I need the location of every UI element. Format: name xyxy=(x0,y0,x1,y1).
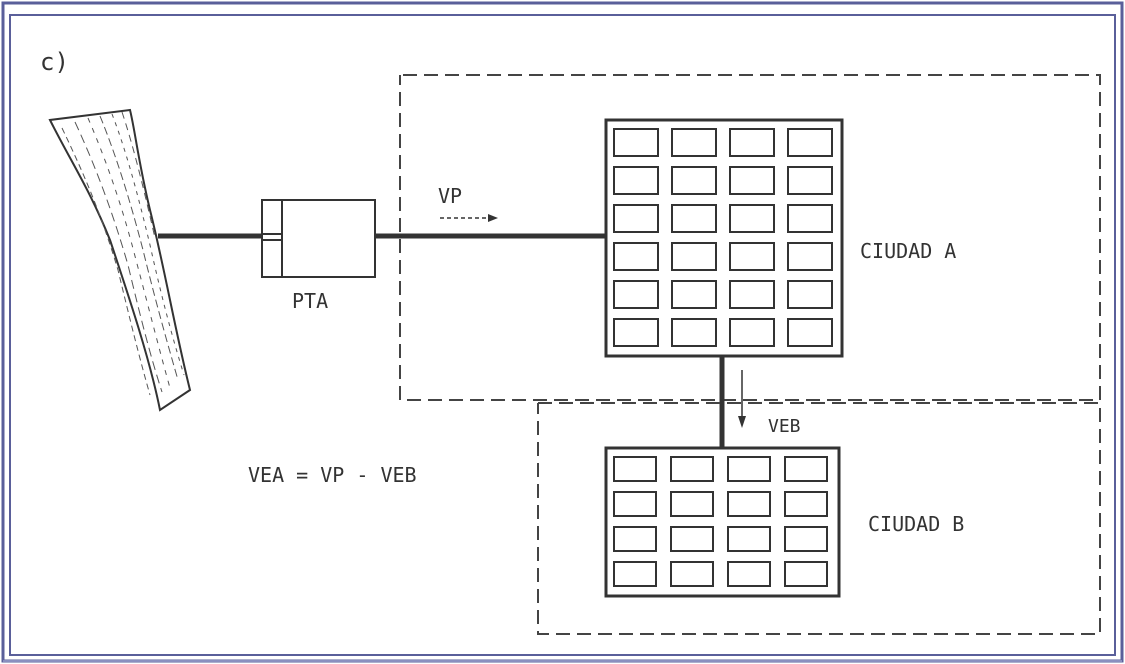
city-a-block xyxy=(614,205,658,232)
city-a-block xyxy=(672,281,716,308)
city-b-block xyxy=(785,492,827,516)
city-a-block xyxy=(614,281,658,308)
city-b-block xyxy=(728,562,770,586)
city-a-block xyxy=(614,129,658,156)
city-a-block xyxy=(788,281,832,308)
city-b-block xyxy=(614,527,656,551)
treatment-plant xyxy=(262,200,375,277)
city-b-block xyxy=(728,457,770,481)
city-a-block xyxy=(730,167,774,194)
city-a-block xyxy=(672,243,716,270)
city-b-block xyxy=(614,562,656,586)
city-b-block xyxy=(728,492,770,516)
city-a-block xyxy=(614,319,658,346)
river xyxy=(50,110,190,410)
city-a-block xyxy=(672,129,716,156)
city-b-block xyxy=(614,492,656,516)
city-b-block xyxy=(785,527,827,551)
city-b-grid xyxy=(606,448,839,596)
city-a-grid xyxy=(606,120,842,356)
city-a-block xyxy=(730,205,774,232)
city-a-block xyxy=(788,167,832,194)
city-b-block xyxy=(671,457,713,481)
city-a-block xyxy=(672,167,716,194)
city-b-label: CIUDAD B xyxy=(868,512,964,536)
city-b-block xyxy=(671,527,713,551)
city-b-block xyxy=(671,492,713,516)
city-a-block xyxy=(788,243,832,270)
flow-label-veb: VEB xyxy=(768,416,801,437)
city-a-block xyxy=(614,167,658,194)
city-a-block xyxy=(672,205,716,232)
city-a-block xyxy=(730,281,774,308)
balance-equation: VEA = VP - VEB xyxy=(248,463,417,487)
flow-label-vp: VP xyxy=(438,184,462,208)
city-a-block xyxy=(788,319,832,346)
city-b-block xyxy=(728,527,770,551)
city-a-block xyxy=(730,129,774,156)
city-a-label: CIUDAD A xyxy=(860,239,956,263)
city-a-block xyxy=(672,319,716,346)
city-a-block xyxy=(730,243,774,270)
city-a-block xyxy=(788,129,832,156)
city-b-block xyxy=(671,562,713,586)
city-a-block xyxy=(730,319,774,346)
flow-arrow-vp xyxy=(440,214,498,222)
treatment-plant-label: PTA xyxy=(292,289,328,313)
city-b-block xyxy=(785,562,827,586)
panel-label: c) xyxy=(40,48,69,76)
city-a-block xyxy=(614,243,658,270)
city-b-block xyxy=(785,457,827,481)
city-a-block xyxy=(788,205,832,232)
city-b-block xyxy=(614,457,656,481)
